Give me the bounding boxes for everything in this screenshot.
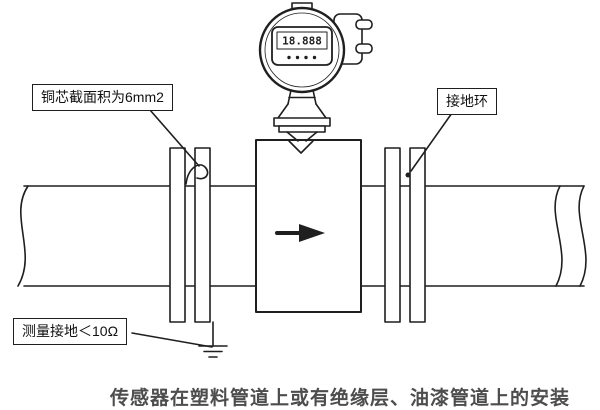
- earth-ground-icon: [198, 321, 228, 358]
- bolt-bottom-icon: [355, 43, 373, 54]
- flange-left: [169, 147, 211, 323]
- pipe-break-right-inner: [554, 185, 563, 287]
- label-copper-core-area: 铜芯截面积为6mm2: [32, 84, 173, 111]
- flow-direction-arrow-icon: [275, 224, 325, 242]
- grounding-ring-point: [405, 172, 411, 178]
- flange-right: [384, 147, 426, 323]
- transmitter-housing-inner-ring: [264, 12, 340, 88]
- sensor-neck-notch: [288, 140, 314, 154]
- sensor-body: [255, 139, 362, 313]
- copper-core-leader-line: [149, 109, 200, 167]
- bolt-top-icon: [355, 19, 373, 30]
- label-grounding-ring: 接地环: [437, 88, 497, 115]
- pipe-left: [17, 185, 257, 287]
- ground-wire-curl: [185, 164, 209, 185]
- measure-ground-leader-line: [131, 332, 213, 348]
- diagram-caption: 传感器在塑料管道上或有绝缘层、油漆管道上的安装: [109, 388, 570, 409]
- transmitter-head: 18.888: [258, 2, 373, 142]
- display-buttons: [287, 55, 317, 60]
- display-screen: [276, 31, 328, 50]
- label-measure-ground: 测量接地＜10Ω: [13, 318, 128, 345]
- pipe-break-right-outer: [578, 185, 587, 287]
- transmitter-neck: [273, 89, 331, 142]
- grounding-ring-leader-line: [410, 112, 453, 172]
- pipe-break-left: [17, 185, 29, 287]
- display-reading: 18.888: [282, 35, 322, 48]
